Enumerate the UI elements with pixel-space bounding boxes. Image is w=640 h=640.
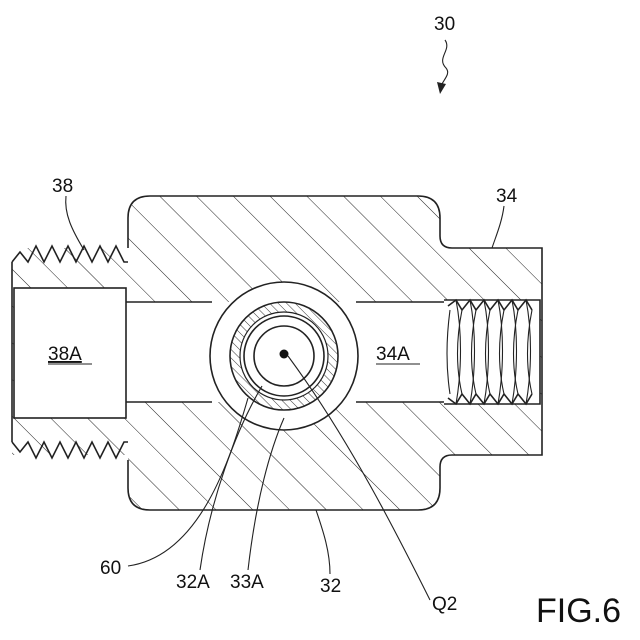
leader-32 <box>316 510 330 574</box>
assembly-ref-arrow <box>440 40 448 90</box>
center-Q2 <box>280 350 289 359</box>
label-38: 38 <box>52 176 73 197</box>
assembly-ref-arrowhead <box>437 82 446 94</box>
label-34A: 34A <box>376 344 410 365</box>
leader-38 <box>66 196 84 250</box>
label-Q2: Q2 <box>432 594 457 615</box>
leader-34 <box>492 206 504 248</box>
label-34: 34 <box>496 186 518 207</box>
assembly-ref-label: 30 <box>434 14 455 35</box>
label-32A: 32A <box>176 572 210 593</box>
label-33A: 33A <box>230 572 264 593</box>
label-32: 32 <box>320 576 341 597</box>
label-38A: 38A <box>48 344 82 365</box>
figure-label: FIG.6 <box>536 592 621 630</box>
label-60: 60 <box>100 558 121 579</box>
